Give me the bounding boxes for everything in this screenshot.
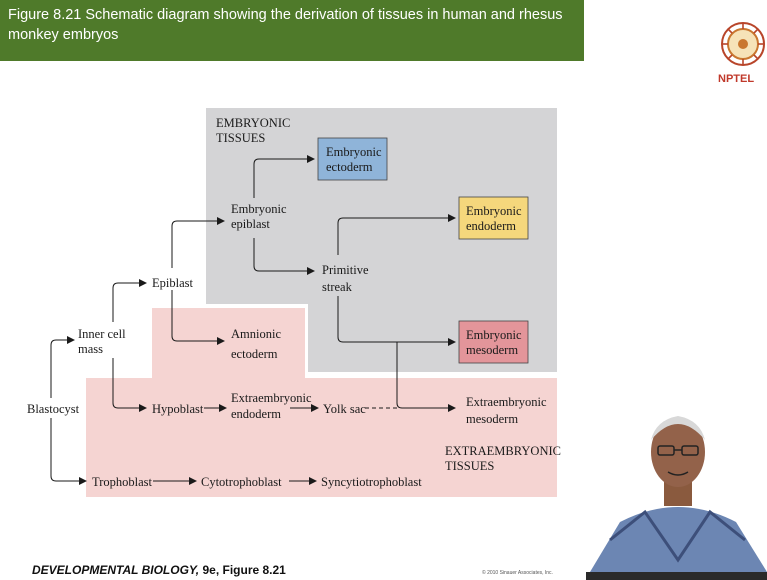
label-line: Amnionic <box>231 327 281 341</box>
node-extraembryonic-endoderm: Extraembryonic endoderm <box>231 391 315 421</box>
label-line: EMBRYONIC <box>216 116 290 130</box>
embryonic-region <box>206 108 557 372</box>
node-syncytiotrophoblast: Syncytiotrophoblast <box>321 475 422 489</box>
label-line: Hypoblast <box>152 402 204 416</box>
arrow-epiblast-primitive-streak <box>253 238 315 275</box>
book-title: DEVELOPMENTAL BIOLOGY, <box>32 563 200 577</box>
node-cytotrophoblast: Cytotrophoblast <box>201 475 282 489</box>
label-line: Embryonic <box>466 204 522 218</box>
arrow-streak-mesoderm <box>337 296 456 346</box>
arrow-blastocyst-inner-cell-mass <box>50 336 75 398</box>
embryonic-endoderm-box <box>458 196 529 240</box>
arrow-icm-epiblast <box>112 279 147 322</box>
label-line: ectoderm <box>326 160 373 174</box>
label-line: Blastocyst <box>27 402 80 416</box>
arrow-streak-extraembryonic-mesoderm <box>396 342 456 412</box>
label-line: Extraembryonic <box>231 391 312 405</box>
label-line: TISSUES <box>445 459 494 473</box>
label-line: Yolk sac <box>323 402 366 416</box>
label-line: EXTRAEMBRYONIC <box>445 444 561 458</box>
label-line: Embryonic <box>231 202 287 216</box>
arrow-streak-endoderm <box>337 214 456 255</box>
node-amnionic-ectoderm: Amnionic ectoderm <box>231 327 284 361</box>
node-yolk-sac: Yolk sac <box>323 402 366 416</box>
arrow-epiblast-amnionic-ectoderm <box>171 290 225 345</box>
arrow-icm-hypoblast <box>112 358 147 412</box>
node-inner-cell-mass: Inner cell mass <box>78 327 129 356</box>
label-line: Cytotrophoblast <box>201 475 282 489</box>
node-primitive-streak: Primitive streak <box>322 263 372 294</box>
label-line: Extraembryonic <box>466 395 547 409</box>
label-line: Epiblast <box>152 276 193 290</box>
arrow-epiblast-embryonic-epiblast <box>171 217 225 268</box>
figure-source: DEVELOPMENTAL BIOLOGY, 9e, Figure 8.21 <box>32 563 286 577</box>
label-line: mesoderm <box>466 343 518 357</box>
node-trophoblast: Trophoblast <box>92 475 152 489</box>
label-line: mass <box>78 342 103 356</box>
embryonic-ectoderm-box <box>317 137 388 181</box>
embryonic-tissues-label: EMBRYONIC TISSUES <box>216 116 293 145</box>
node-embryonic-mesoderm: Embryonic mesoderm <box>466 328 525 357</box>
slide-title: Figure 8.21 Schematic diagram showing th… <box>0 0 584 61</box>
node-hypoblast: Hypoblast <box>152 402 204 416</box>
node-epiblast: Epiblast <box>152 276 193 290</box>
video-frame-bar <box>586 572 767 580</box>
nptel-logo-icon <box>721 22 765 66</box>
label-line: mesoderm <box>466 412 518 426</box>
label-line: Inner cell <box>78 327 126 341</box>
embryonic-mesoderm-box <box>458 320 529 364</box>
label-line: streak <box>322 280 353 294</box>
arrow-epiblast-ectoderm <box>253 155 315 198</box>
label-line: Syncytiotrophoblast <box>321 475 422 489</box>
label-line: epiblast <box>231 217 270 231</box>
node-blastocyst: Blastocyst <box>27 402 80 416</box>
label-line: endoderm <box>466 219 516 233</box>
arrow-blastocyst-trophoblast <box>50 418 87 485</box>
label-line: Embryonic <box>466 328 522 342</box>
extraembryonic-tissues-label: EXTRAEMBRYONIC TISSUES <box>445 444 564 473</box>
presenter-image <box>590 380 767 580</box>
extraembryonic-region <box>86 308 557 497</box>
label-line: Embryonic <box>326 145 382 159</box>
node-extraembryonic-mesoderm: Extraembryonic mesoderm <box>466 395 550 426</box>
nptel-logo-text: NPTEL <box>718 73 755 85</box>
label-line: Trophoblast <box>92 475 152 489</box>
figure-edition: 9e, Figure 8.21 <box>199 563 286 577</box>
speaker-video <box>590 380 767 580</box>
label-line: Primitive <box>322 263 369 277</box>
copyright-notice: © 2010 Sinauer Associates, Inc. <box>482 570 553 576</box>
node-embryonic-ectoderm: Embryonic ectoderm <box>326 145 385 174</box>
label-line: endoderm <box>231 407 281 421</box>
label-line: ectoderm <box>231 347 278 361</box>
node-embryonic-endoderm: Embryonic endoderm <box>466 204 525 233</box>
node-embryonic-epiblast: Embryonic epiblast <box>231 202 290 231</box>
label-line: TISSUES <box>216 131 265 145</box>
